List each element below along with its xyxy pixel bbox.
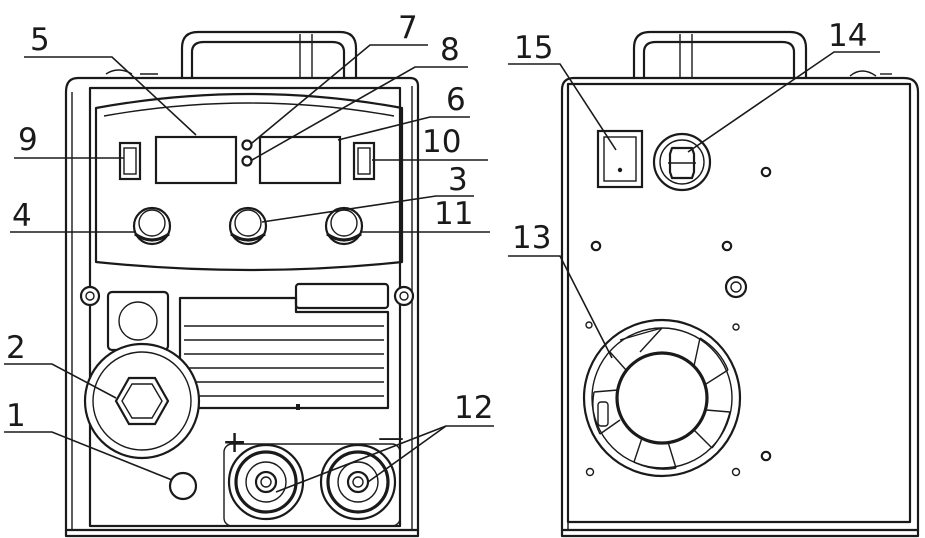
knob-3[interactable] — [228, 206, 268, 246]
positive-sign: + — [222, 425, 247, 460]
knob-4[interactable] — [132, 206, 172, 246]
square-socket — [106, 290, 170, 352]
callout-5: 5 — [30, 22, 50, 58]
knob-11[interactable] — [324, 206, 364, 246]
fan-13 — [582, 318, 742, 478]
indicator-7 — [241, 139, 253, 151]
callout-8: 8 — [440, 32, 460, 68]
callouts: 5 7 8 6 9 10 3 4 11 2 1 12 — [4, 10, 880, 493]
callout-14: 14 — [828, 18, 867, 54]
callout-4: 4 — [12, 198, 32, 234]
callout-12: 12 — [454, 390, 493, 426]
rear-screw — [760, 166, 772, 178]
callout-10: 10 — [422, 124, 461, 160]
euro-connector-2[interactable] — [83, 342, 201, 460]
callout-3: 3 — [448, 162, 468, 198]
screw-right — [393, 285, 415, 307]
callout-2: 2 — [6, 330, 26, 366]
front-handle — [180, 30, 358, 80]
cable-gland-14[interactable] — [652, 132, 712, 192]
rear-handle — [632, 30, 808, 80]
rear-screw — [760, 450, 772, 462]
button-10[interactable] — [352, 141, 376, 181]
display-6 — [258, 135, 342, 185]
label-plate — [294, 282, 390, 310]
power-switch-15[interactable] — [596, 129, 644, 189]
screw-left — [79, 285, 101, 307]
gas-outlet-1[interactable] — [168, 471, 198, 501]
rear-view — [560, 30, 920, 538]
display-5 — [154, 135, 238, 185]
callout-13: 13 — [512, 220, 551, 256]
callout-15: 15 — [514, 30, 553, 66]
negative-sign: — — [378, 423, 404, 453]
control-panel — [94, 92, 404, 272]
callout-9: 9 — [18, 122, 38, 158]
callout-7: 7 — [398, 10, 418, 46]
callout-6: 6 — [446, 82, 466, 118]
callout-1: 1 — [6, 398, 26, 434]
rear-screw — [590, 240, 602, 252]
rear-plug — [724, 275, 748, 299]
callout-11: 11 — [434, 196, 473, 232]
indicator-8 — [241, 155, 253, 167]
terminals-12[interactable] — [223, 443, 401, 527]
button-9[interactable] — [118, 141, 142, 181]
front-view: + — — [64, 30, 420, 538]
vent-grille — [178, 296, 390, 410]
rear-screw — [721, 240, 733, 252]
